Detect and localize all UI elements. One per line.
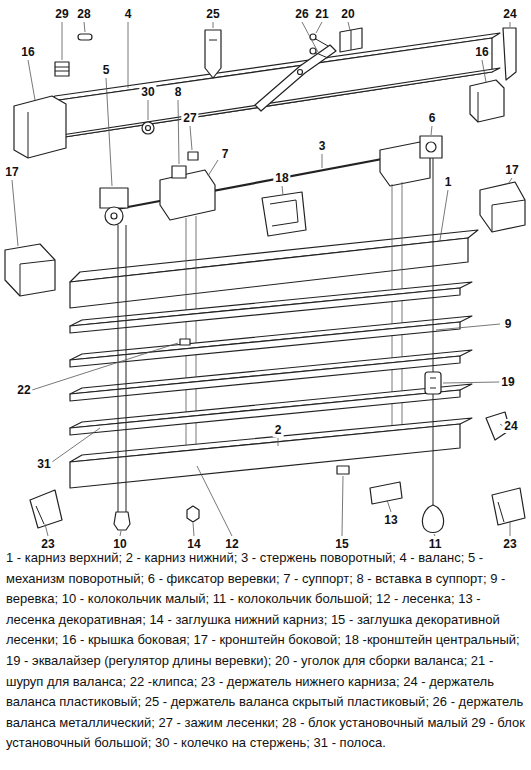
callout-number: 27 [181,111,198,125]
callout-number: 29 [53,7,70,21]
callout-number: 11 [427,537,444,551]
callout-number: 28 [75,7,92,21]
callout-number: 25 [204,7,221,21]
callout-number: 21 [313,7,330,21]
callout-number: 6 [427,111,438,125]
callout-number: 24 [502,419,519,433]
callout-number: 23 [39,537,56,551]
callout-number: 4 [123,7,134,21]
callout-number: 26 [293,7,310,21]
callout-number: 2 [273,423,284,437]
caption: 1 - карниз верхний; 2 - карниз нижний; 3… [6,548,525,754]
callout-number: 3 [317,139,328,153]
callout-number: 5 [101,63,112,77]
callout-number: 18 [273,171,290,185]
callout-number: 16 [473,45,490,59]
callout-number: 16 [19,45,36,59]
callout-number: 15 [333,537,350,551]
callout-number: 19 [499,375,516,389]
callout-number: 20 [339,7,356,21]
callout-number: 22 [15,383,32,397]
callout-number: 12 [223,537,240,551]
callout-number: 17 [3,165,20,179]
blind-illustration [0,0,531,548]
callout-number: 31 [35,457,52,471]
callout-number: 1 [443,175,454,189]
callout-number: 8 [173,85,184,99]
callout-number: 17 [503,163,520,177]
callout-number: 13 [382,513,399,527]
callout-number: 23 [501,537,518,551]
callout-number: 24 [501,7,518,21]
callout-number: 14 [185,537,202,551]
callout-number: 10 [111,537,128,551]
callout-number: 30 [139,85,156,99]
callout-number: 9 [503,317,514,331]
callout-number: 7 [220,147,231,161]
